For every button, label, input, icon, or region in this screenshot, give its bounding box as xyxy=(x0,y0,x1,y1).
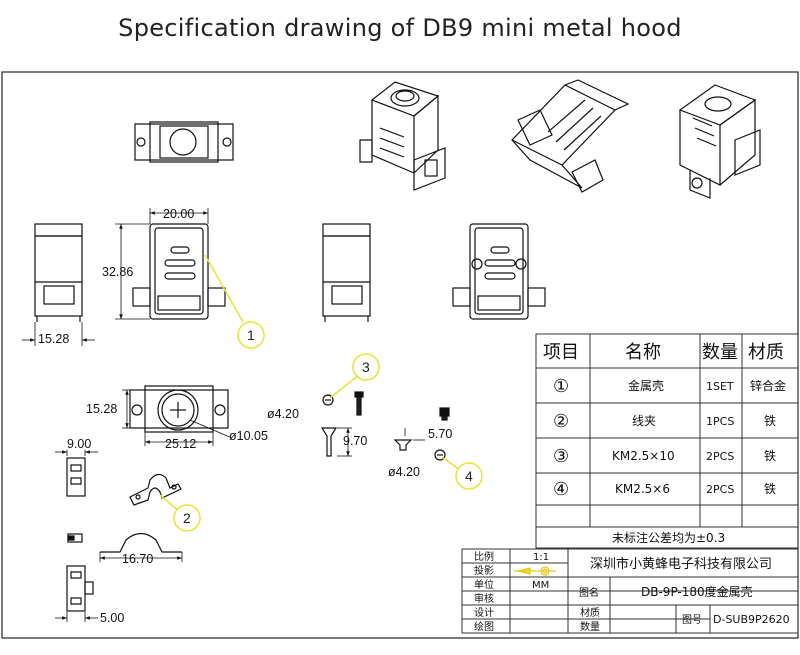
table-header-item: 项目 xyxy=(543,342,579,363)
dim-top-height xyxy=(122,389,130,429)
table-row-3-no: ③ xyxy=(553,446,569,467)
title-block xyxy=(461,548,799,634)
tb-scale-value: 1:1 xyxy=(533,552,549,563)
dim-hood-height xyxy=(115,223,150,320)
tb-drawing-no: D-SUB9P2620 xyxy=(713,613,790,626)
dim-hood-height-label: 32.86 xyxy=(102,265,133,279)
callout-4-leader xyxy=(441,456,461,471)
tb-review-label: 审核 xyxy=(474,592,494,605)
callout-1-bubble xyxy=(237,321,265,349)
dim-hood-width-label: 20.00 xyxy=(163,207,194,221)
callout-3-label: 3 xyxy=(362,359,370,375)
dim-clip-span-label: 16.70 xyxy=(122,552,153,566)
screw-long-side xyxy=(320,427,352,457)
callout-4-bubble xyxy=(455,462,483,490)
callout-2-bubble xyxy=(173,504,201,532)
tb-quantity-label: 数量 xyxy=(580,620,600,633)
view-iso-3 xyxy=(678,84,761,199)
view-iso-2 xyxy=(511,79,630,193)
dim-screw-dia-b-label: ø4.20 xyxy=(388,465,420,479)
table-row-4-material: 铁 xyxy=(764,482,776,496)
callout-3-bubble xyxy=(352,353,380,381)
clip-top xyxy=(66,565,94,612)
dim-hood-width xyxy=(149,208,209,224)
screw-long-top xyxy=(322,391,364,416)
table-row-2-name: 线夹 xyxy=(632,414,656,428)
tb-draw-label: 绘图 xyxy=(474,620,494,633)
tb-company: 深圳市小黄蜂电子科技有限公司 xyxy=(590,556,772,572)
parts-table xyxy=(535,333,799,549)
dim-clip-w1-label: 9.00 xyxy=(67,437,91,451)
table-row-1-no: ① xyxy=(553,376,569,397)
tolerance-note: 未标注公差均为±0.3 xyxy=(612,530,725,545)
dim-screw-len-b-label: 5.70 xyxy=(428,427,452,441)
tb-drawing-name-label: 图名 xyxy=(579,586,599,599)
screw-short-top xyxy=(434,407,450,461)
tb-drawing-name: DB-9P-180度金属壳 xyxy=(641,584,753,599)
dim-side-width xyxy=(22,322,95,346)
tb-design-label: 设计 xyxy=(474,606,494,619)
callout-1-label: 1 xyxy=(247,327,255,343)
dim-screw-dia-a-label: ø4.20 xyxy=(267,407,299,421)
clip-iso xyxy=(129,473,182,506)
callout-1-leader xyxy=(204,254,244,323)
table-row-3-qty: 2PCS xyxy=(706,450,734,463)
projection-symbol-icon xyxy=(514,566,556,576)
dim-top-width-label: 25.12 xyxy=(165,437,196,451)
tb-projection-label: 投影 xyxy=(474,564,494,577)
dim-top-height-label: 15.28 xyxy=(86,402,117,416)
table-header-name: 名称 xyxy=(625,342,661,363)
table-row-1-name: 金属壳 xyxy=(628,378,664,393)
tb-scale-label: 比例 xyxy=(474,550,494,563)
table-row-4-qty: 2PCS xyxy=(706,483,734,496)
dim-screw-len-a-label: 9.70 xyxy=(343,434,367,448)
view-front xyxy=(132,223,226,320)
screw-short-side xyxy=(393,428,425,451)
dim-clip-w2 xyxy=(55,612,98,622)
callout-4-label: 4 xyxy=(465,468,473,484)
table-row-2-no: ② xyxy=(553,411,569,432)
clip-front xyxy=(66,450,86,497)
dim-side-width-label: 15.28 xyxy=(38,332,69,346)
view-iso-1 xyxy=(359,81,446,191)
callout-2-label: 2 xyxy=(183,510,191,526)
clip-side-small xyxy=(67,533,83,543)
view-side-center xyxy=(322,223,371,322)
table-row-3-material: 铁 xyxy=(764,449,776,463)
table-row-2-material: 铁 xyxy=(764,414,776,428)
tb-unit-value: MM xyxy=(532,580,549,591)
dim-clip-w2-label: 5.00 xyxy=(100,611,124,625)
dim-top-width xyxy=(144,432,214,446)
dim-clip-span xyxy=(99,552,183,562)
table-row-4-name: KM2.5×6 xyxy=(615,482,670,496)
table-header-qty: 数量 xyxy=(702,342,738,363)
callout-3-leader xyxy=(329,373,361,399)
table-row-3-name: KM2.5×10 xyxy=(612,449,675,463)
dim-hole-dia-label: ø10.05 xyxy=(229,429,268,443)
page-title: Specification drawing of DB9 mini metal … xyxy=(118,14,682,42)
table-header-material: 材质 xyxy=(748,342,784,363)
view-top-hole xyxy=(129,385,229,433)
view-top-small xyxy=(134,121,234,163)
clip-profile xyxy=(100,532,182,553)
table-row-4-no: ④ xyxy=(553,479,569,500)
view-side-left xyxy=(34,223,83,322)
view-rear xyxy=(452,223,546,320)
tb-material-label: 材质 xyxy=(580,606,600,619)
tb-unit-label: 单位 xyxy=(474,578,494,591)
table-row-1-qty: 1SET xyxy=(706,380,734,393)
tb-drawing-no-label: 图号 xyxy=(682,614,702,626)
table-row-2-qty: 1PCS xyxy=(706,415,734,428)
table-row-1-material: 锌合金 xyxy=(750,378,786,393)
